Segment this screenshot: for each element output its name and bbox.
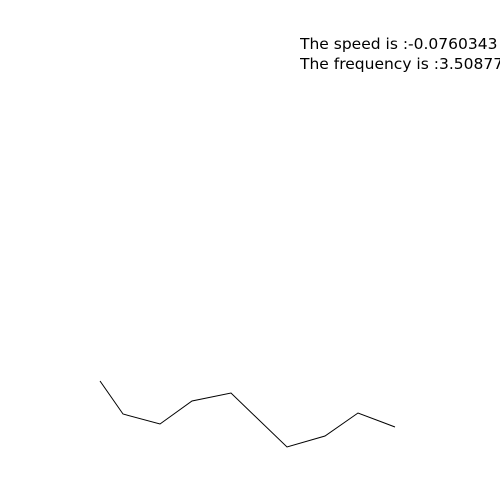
speed-readout: The speed is :-0.0760343 <box>300 35 498 53</box>
wave-polyline <box>99 380 396 448</box>
frequency-readout: The frequency is :3.50877 <box>300 55 500 73</box>
readout-panel: The speed is :-0.0760343 The frequency i… <box>300 34 500 74</box>
